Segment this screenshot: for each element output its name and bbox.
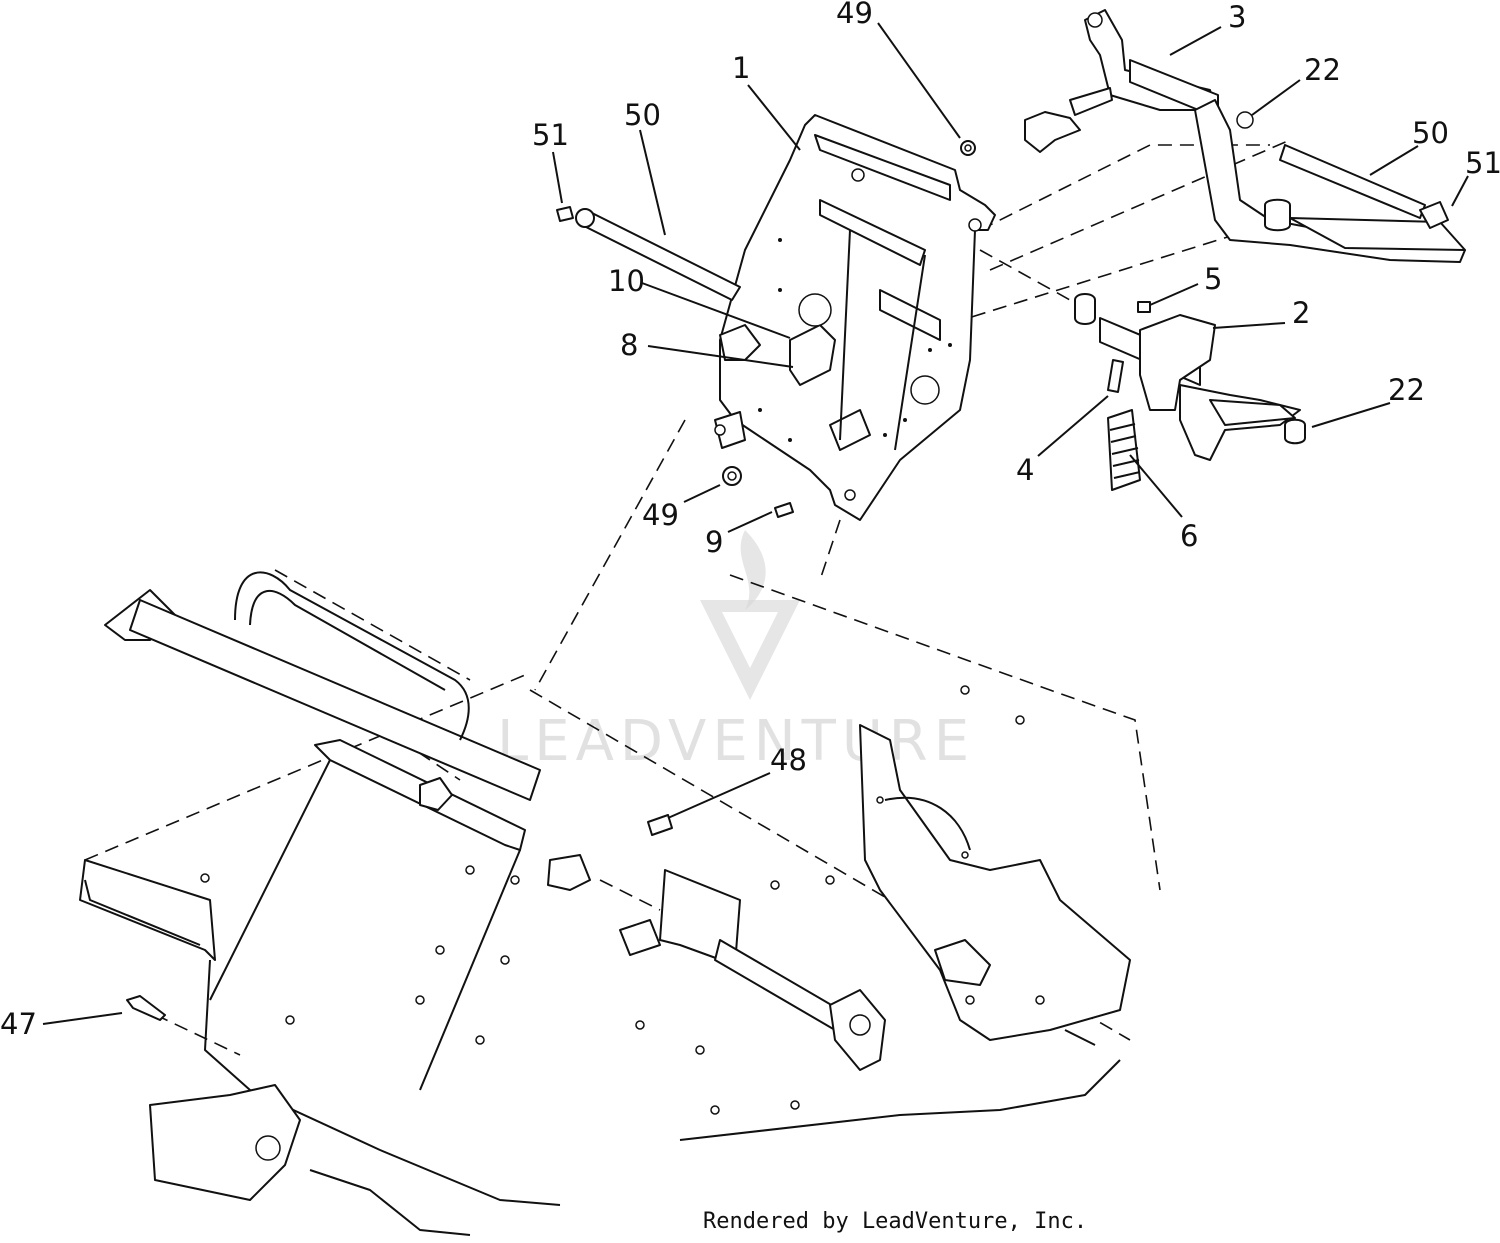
callout-5: 5: [1204, 262, 1222, 296]
credit-text: Rendered by LeadVenture, Inc.: [703, 1209, 1087, 1234]
callout-22-upper: 22: [1304, 53, 1341, 87]
watermark-text: LEADVENTURE: [497, 709, 975, 774]
bolt-48: [647, 814, 673, 836]
callout-49-lower: 49: [642, 498, 679, 532]
callout-6: 6: [1180, 519, 1198, 553]
callout-50-right: 50: [1412, 116, 1449, 150]
callout-2: 2: [1292, 296, 1310, 330]
spring: [1107, 409, 1141, 491]
callout-48: 48: [770, 743, 807, 777]
screw: [774, 502, 794, 518]
callout-9: 9: [705, 525, 723, 559]
callout-22-lower: 22: [1388, 373, 1425, 407]
callouts: 1 2 3 4 5 6 8 9 10 22 22 47 48 49 49 50 …: [0, 0, 1500, 1041]
callout-49-upper: 49: [836, 0, 873, 30]
callout-50-left: 50: [624, 98, 661, 132]
upper-pedal-assembly: [1024, 9, 1466, 263]
callout-4: 4: [1016, 453, 1034, 487]
pedal-mount-bracket: [714, 114, 996, 521]
washer-upper: [960, 140, 976, 156]
leader-lines: [42, 22, 1469, 1025]
callout-8: 8: [620, 328, 638, 362]
callout-51-left: 51: [532, 118, 569, 152]
watermark-logo: LEADVENTURE: [497, 530, 975, 774]
callout-3: 3: [1228, 0, 1246, 34]
frame-deck-assembly: [79, 571, 1131, 1236]
callout-1: 1: [732, 51, 750, 85]
washer-lower: [722, 466, 742, 486]
lower-pedal-assembly: [1074, 293, 1306, 461]
bolt-left: [556, 206, 574, 222]
callout-51-right: 51: [1465, 146, 1500, 180]
callout-10: 10: [608, 264, 645, 298]
callout-47: 47: [0, 1007, 37, 1041]
pivot-rod-left: [575, 208, 741, 301]
bolt-47: [126, 995, 166, 1021]
pin: [1107, 359, 1124, 393]
